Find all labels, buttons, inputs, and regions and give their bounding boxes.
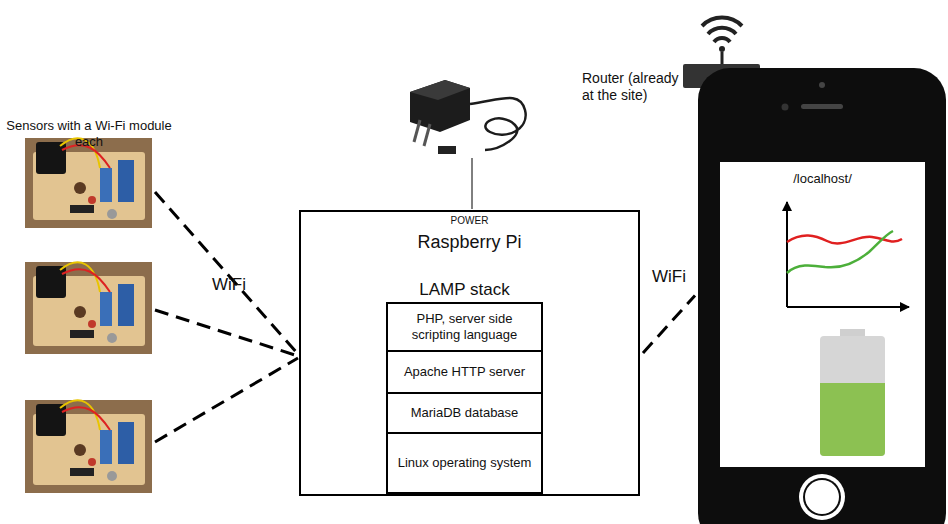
wifi-link (643, 296, 695, 354)
port-label: POWER (301, 215, 638, 226)
sensor-board (25, 400, 152, 493)
wifi-link (155, 192, 298, 442)
layer-label: PHP, server side scripting language (396, 311, 533, 342)
link-label: WiFi (650, 267, 688, 287)
phone-device: /localhost/ (697, 67, 947, 524)
power-adapter (410, 80, 526, 209)
device-box: POWERRaspberry PiLAMP stackPHP, server s… (299, 210, 640, 496)
link-label: WiFi (212, 275, 246, 295)
layer-label: Apache HTTP server (404, 364, 525, 380)
layer-label: Linux operating system (398, 455, 532, 471)
stack-outline: PHP, server side scripting languageApach… (386, 302, 543, 494)
layer-box: PHP, server side scripting language (388, 304, 541, 352)
sensor-board (25, 138, 152, 228)
device-title: Raspberry Pi (301, 232, 638, 253)
layer-box: MariaDB database (388, 394, 541, 434)
stack-group: LAMP stackPHP, server side scripting lan… (386, 278, 543, 494)
phone-illustration (697, 67, 947, 524)
sensor-board (25, 262, 152, 354)
group-heading: LAMP stack (386, 278, 543, 302)
device-caption: Router (already at the site) (582, 70, 682, 104)
layer-label: MariaDB database (411, 405, 519, 421)
layer-box: Apache HTTP server (388, 352, 541, 394)
layer-box: Linux operating system (388, 434, 541, 492)
group-caption: Sensors with a Wi-Fi module each (4, 118, 174, 151)
screen-url: /localhost/ (727, 171, 918, 186)
